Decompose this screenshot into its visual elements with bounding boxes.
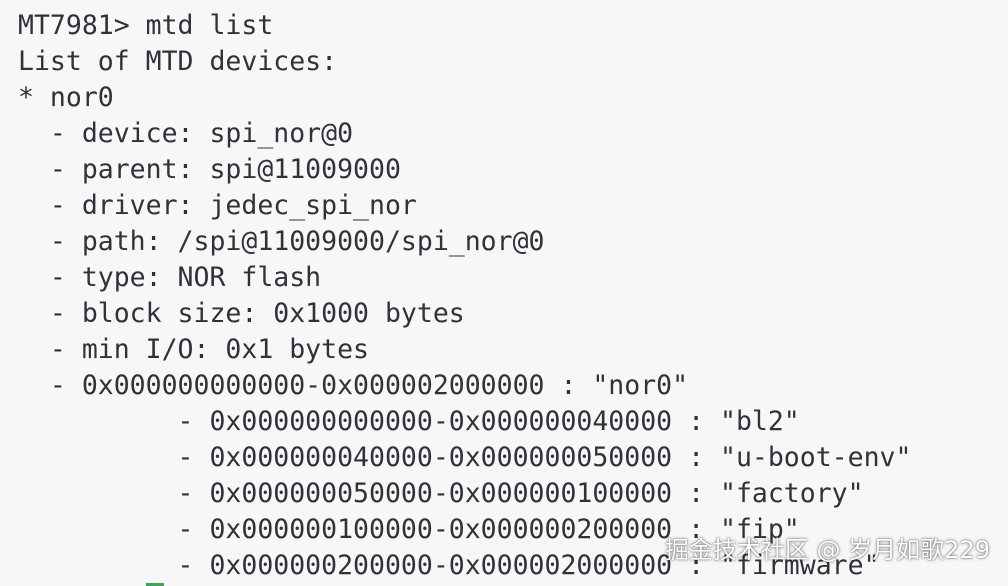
watermark-text: 掘金技术社区 @ 岁月如歌229 bbox=[664, 536, 990, 564]
terminal-line: - 0x000000000000-0x000002000000 : "nor0" bbox=[18, 370, 689, 401]
terminal-line: - 0x000000000000-0x000000040000 : "bl2" bbox=[18, 406, 800, 437]
terminal-line: - 0x000000100000-0x000000200000 : "fip" bbox=[18, 514, 800, 545]
terminal-line: - parent: spi@11009000 bbox=[18, 154, 401, 185]
terminal-line: - min I/O: 0x1 bytes bbox=[18, 334, 369, 365]
terminal-line: - path: /spi@11009000/spi_nor@0 bbox=[18, 226, 545, 257]
terminal-cursor-mark bbox=[146, 583, 164, 586]
terminal-line: - 0x000000200000-0x000002000000 : "firmw… bbox=[18, 550, 880, 581]
terminal-line: - block size: 0x1000 bytes bbox=[18, 298, 465, 329]
terminal-line: MT7981> mtd list bbox=[18, 10, 274, 41]
terminal-line: - type: NOR flash bbox=[18, 262, 322, 293]
terminal-line: - 0x000000050000-0x000000100000 : "facto… bbox=[18, 478, 864, 509]
terminal-line: * nor0 bbox=[18, 82, 114, 113]
terminal-line: - 0x000000040000-0x000000050000 : "u-boo… bbox=[18, 442, 912, 473]
terminal-line: - driver: jedec_spi_nor bbox=[18, 190, 417, 221]
terminal-line: List of MTD devices: bbox=[18, 46, 338, 77]
terminal-line: - device: spi_nor@0 bbox=[18, 118, 354, 149]
